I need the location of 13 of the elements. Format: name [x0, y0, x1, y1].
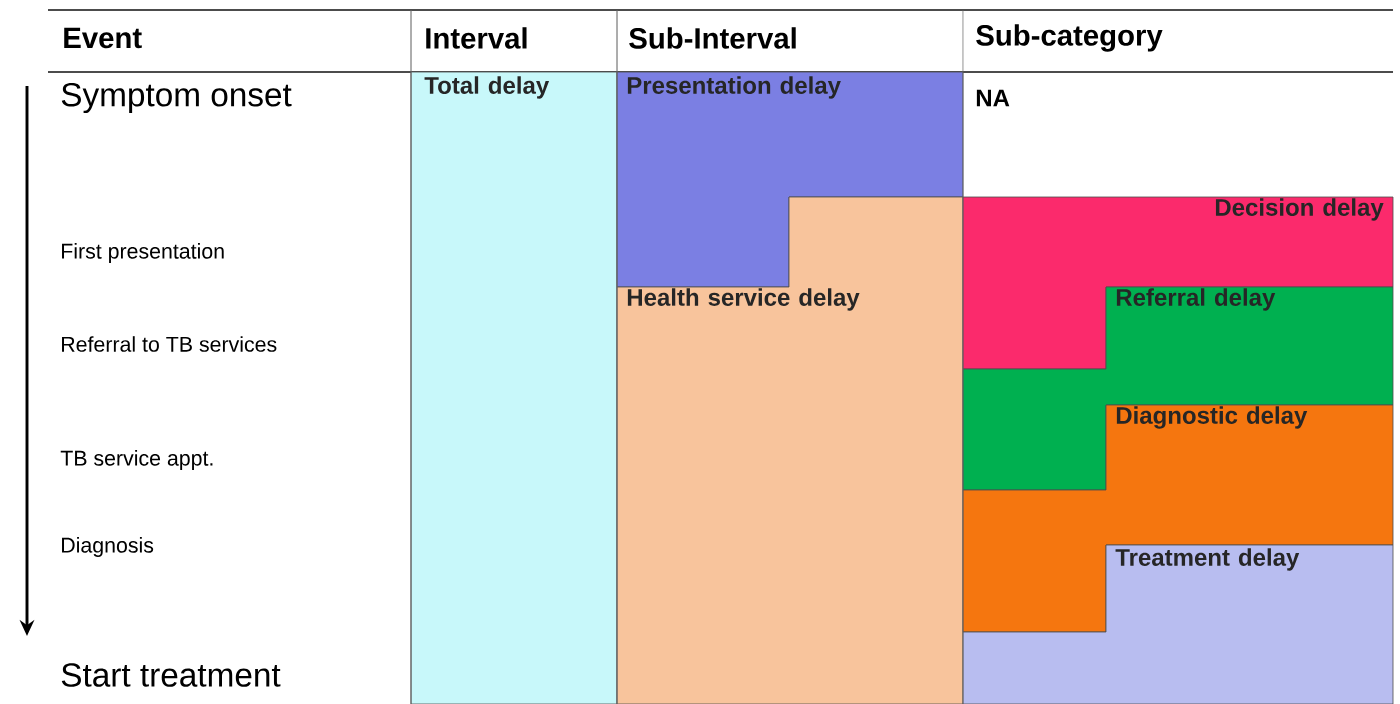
- column-header: Event: [64, 27, 142, 49]
- delay-band: Treatment delay: [962, 544, 1394, 704]
- column-header: Sub-category: [976, 24, 1163, 52]
- column-header: Sub-Interval: [629, 27, 796, 49]
- event-label: TB service appt.: [60, 450, 213, 470]
- event-label: Start treatment: [61, 663, 281, 687]
- event-label: Referral to TB services: [62, 336, 277, 352]
- event-label: Diagnosis: [62, 537, 154, 557]
- delay-band: Presentation delay: [616, 71, 964, 288]
- event-label: Symptom onset: [61, 82, 292, 114]
- delay-band: Total delay: [410, 71, 618, 704]
- event-label: First presentation: [62, 243, 224, 263]
- delay-band: Health service delay: [616, 196, 964, 704]
